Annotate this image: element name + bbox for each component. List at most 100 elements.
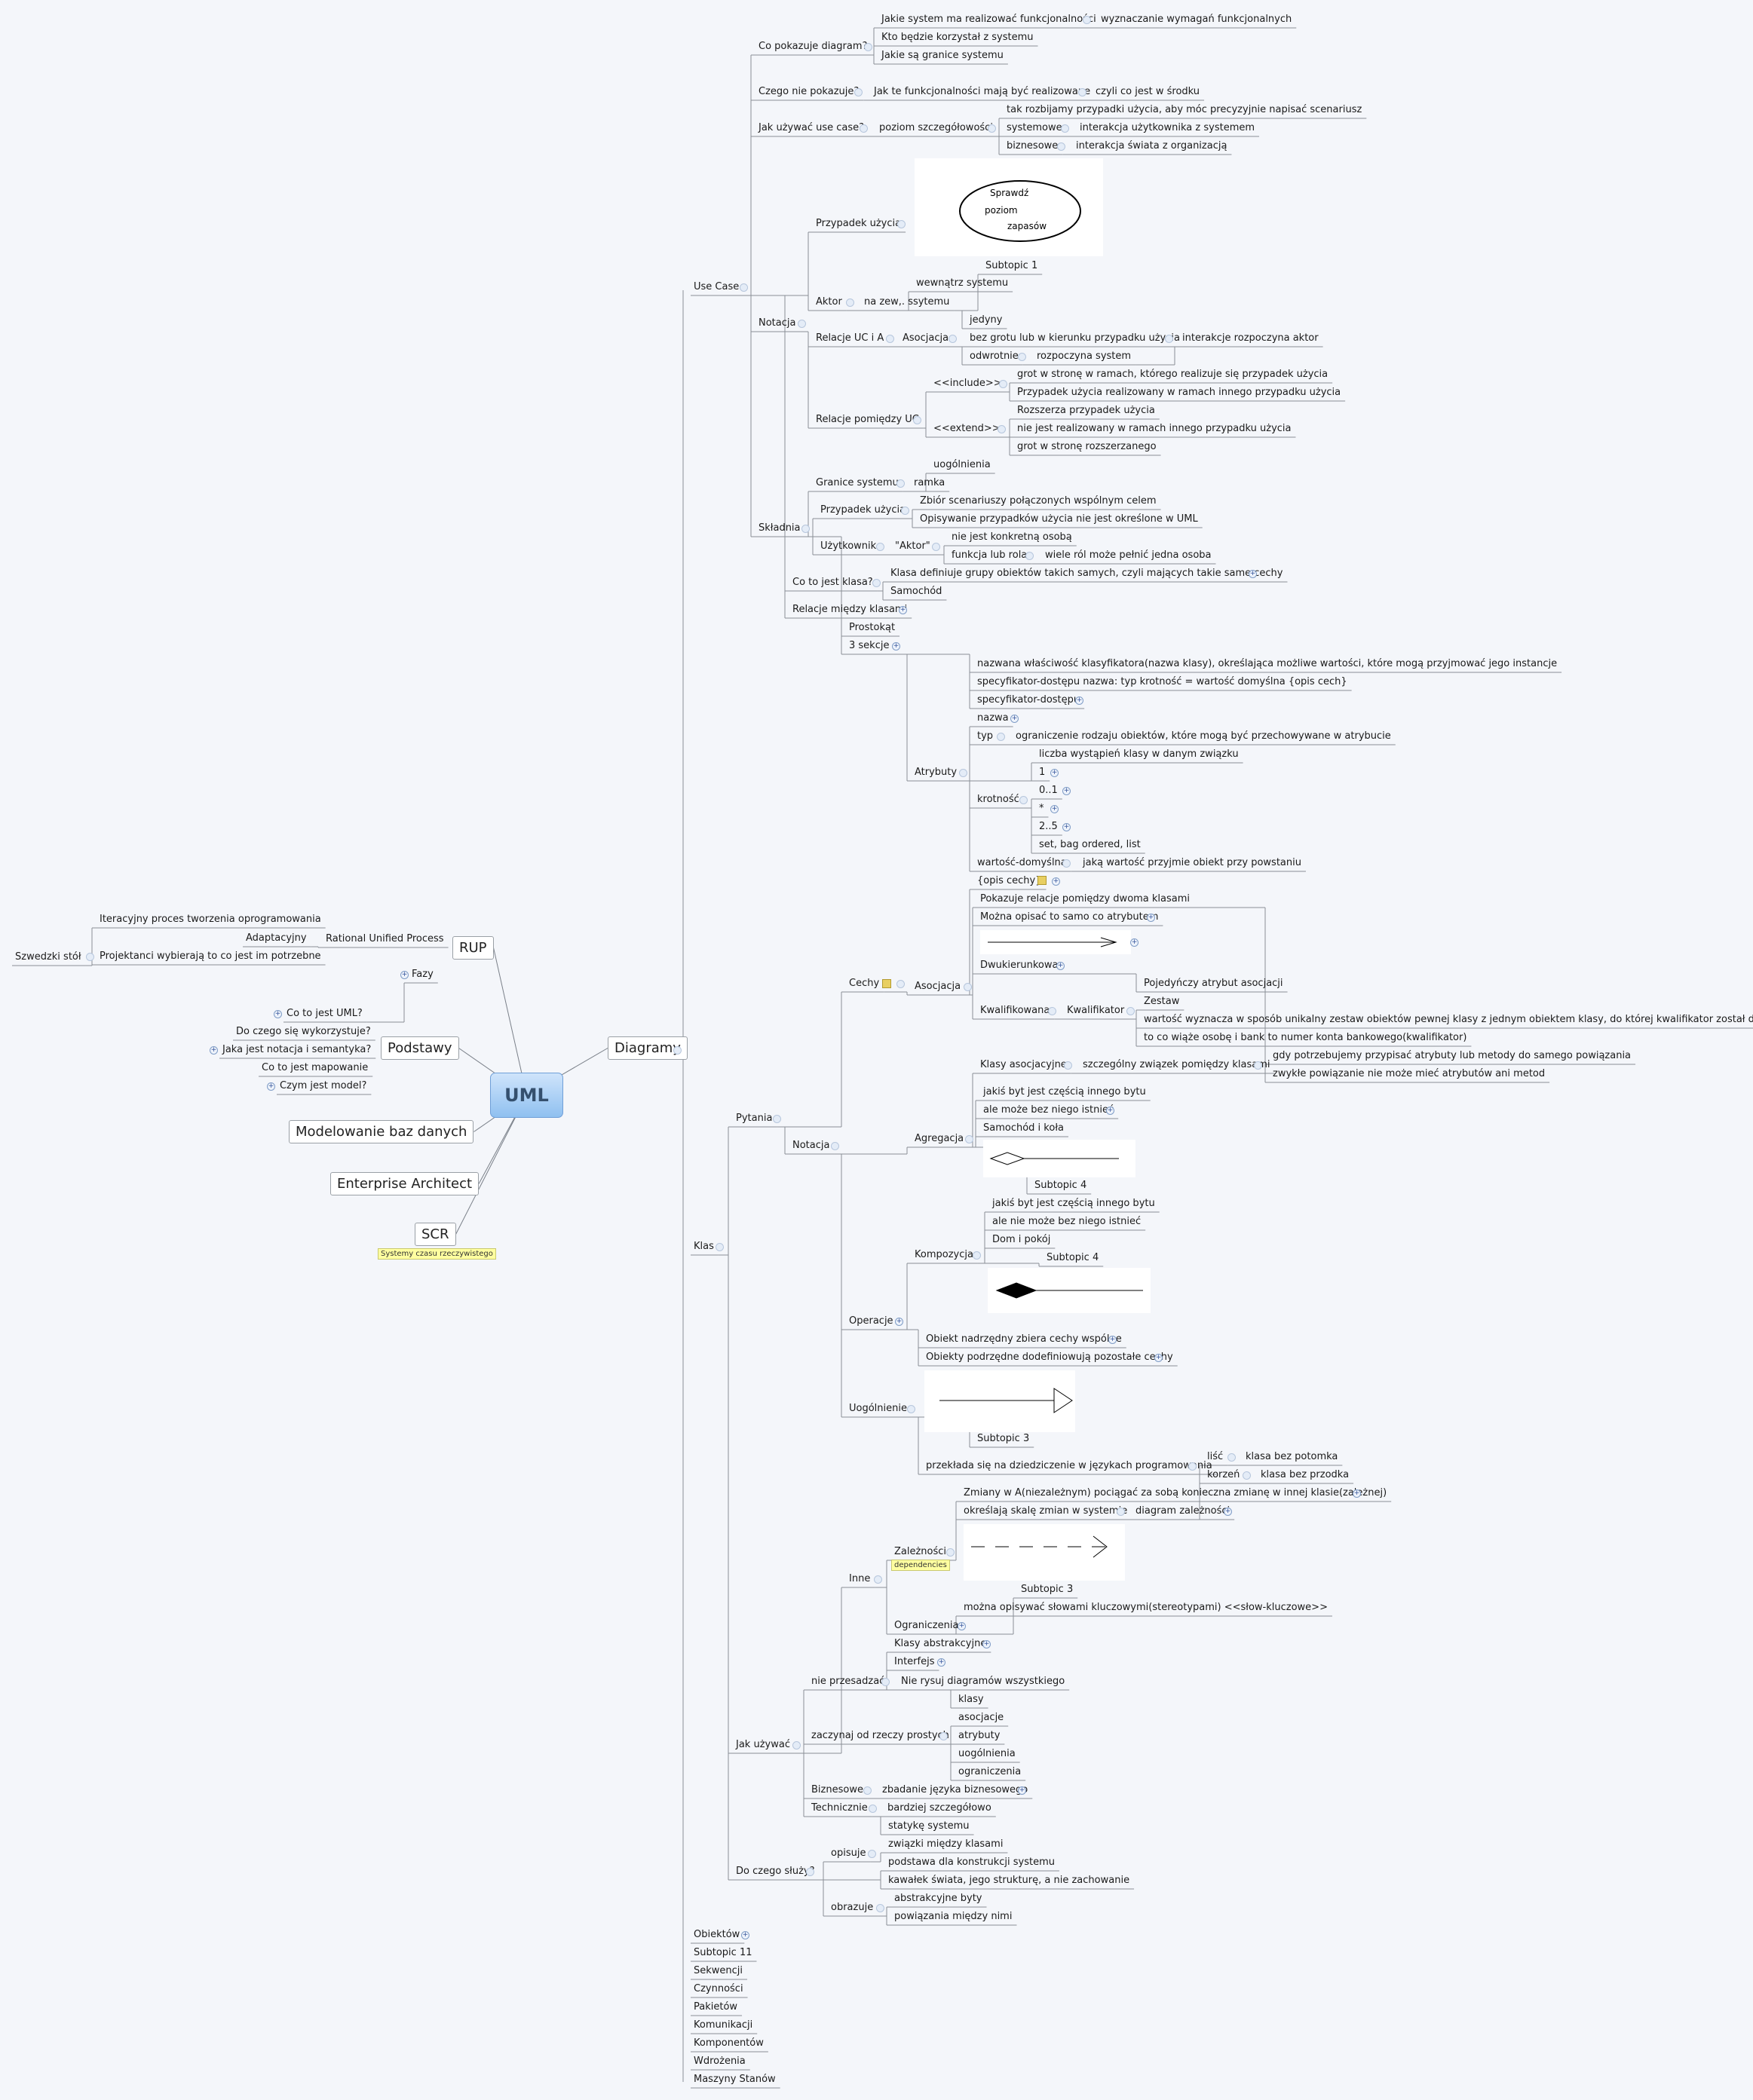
node-aktor[interactable]: Aktor	[816, 296, 842, 308]
node[interactable]: interakcja użytkownika z systemem	[1080, 122, 1255, 133]
node[interactable]: Rozszerza przypadek użycia	[1017, 405, 1155, 416]
expand-icon[interactable]: +	[1062, 787, 1071, 795]
collapse-dot[interactable]	[860, 124, 868, 133]
node[interactable]: Obiekty podrzędne dodefiniowują pozostał…	[926, 1352, 1173, 1363]
node[interactable]: Klasa definiuje grupy obiektów takich sa…	[890, 568, 1283, 579]
node-diagram-type[interactable]: Pakietów	[694, 2001, 738, 2013]
collapse-dot[interactable]	[1165, 335, 1173, 343]
expand-icon[interactable]: +	[1075, 696, 1083, 705]
node[interactable]: zwykłe powiązanie nie może mieć atrybutó…	[1273, 1068, 1546, 1079]
node[interactable]: klasa bez potomka	[1246, 1451, 1338, 1462]
expand-icon[interactable]: +	[400, 971, 409, 979]
node-cechy[interactable]: Cechy	[849, 978, 880, 989]
node[interactable]: Pojedyńczy atrybut asocjacji	[1144, 978, 1283, 989]
node-subtopic[interactable]: Subtopic 4	[1047, 1252, 1099, 1263]
node[interactable]: grot w stronę rozszerzanego	[1017, 441, 1157, 452]
node[interactable]: określają skalę zmian w systemie	[964, 1505, 1128, 1517]
collapse-dot[interactable]	[872, 579, 881, 587]
node-co-to-jest-klasa[interactable]: Co to jest klasa?	[792, 577, 873, 588]
node-klas[interactable]: Klas	[694, 1241, 714, 1252]
collapse-dot[interactable]	[949, 335, 957, 343]
node-zaleznosci[interactable]: Zależności	[894, 1546, 947, 1557]
node-diagram-type[interactable]: Obiektów	[694, 1929, 740, 1940]
collapse-dot[interactable]	[1025, 552, 1034, 560]
node[interactable]: jedyny	[970, 314, 1003, 326]
node-subtopic[interactable]: Subtopic 1	[985, 260, 1038, 271]
expand-icon[interactable]: +	[1154, 1354, 1163, 1362]
node[interactable]: specyfikator-dostępu	[977, 694, 1080, 706]
node-diagram-type[interactable]: Maszyny Stanów	[694, 2074, 776, 2085]
collapse-dot[interactable]	[965, 1135, 973, 1143]
expand-icon[interactable]: +	[1108, 1336, 1117, 1344]
node[interactable]: wiele ról może pełnić jedna osoba	[1045, 549, 1212, 561]
node[interactable]: można opisywać słowami kluczowymi(stereo…	[964, 1602, 1328, 1613]
node-relacje-pomiedzy-uc[interactable]: Relacje pomiędzy UC	[816, 414, 919, 425]
node-diagram-type[interactable]: Subtopic 11	[694, 1947, 752, 1958]
expand-icon[interactable]: +	[1018, 1786, 1026, 1795]
node[interactable]: Samochód	[890, 586, 942, 597]
node-iteracyjny[interactable]: Iteracyjny proces tworzenia oprogramowan…	[100, 914, 321, 925]
node[interactable]: nie jest konkretną osobą	[952, 531, 1072, 543]
collapse-dot[interactable]	[1048, 1007, 1056, 1015]
node-diagram-type[interactable]: Komponentów	[694, 2037, 764, 2049]
expand-icon[interactable]: +	[1050, 769, 1059, 777]
node[interactable]: jaką wartość przyjmie obiekt przy powsta…	[1083, 857, 1301, 868]
node[interactable]: Interfejs	[894, 1656, 935, 1667]
node[interactable]: rozpoczyna system	[1037, 351, 1132, 362]
node[interactable]: szczególny związek pomiędzy klasami	[1083, 1059, 1270, 1070]
node[interactable]: Kwalifikowana	[980, 1005, 1050, 1016]
node-operacje[interactable]: Operacje	[849, 1315, 893, 1327]
expand-icon[interactable]: +	[1050, 805, 1059, 813]
collapse-dot[interactable]	[868, 1850, 876, 1858]
node[interactable]: powiązania między nimi	[894, 1911, 1013, 1922]
node[interactable]: 1	[1039, 767, 1046, 778]
collapse-dot[interactable]	[886, 335, 894, 343]
collapse-dot[interactable]	[997, 733, 1005, 741]
node-skladnia[interactable]: Składnia	[759, 522, 801, 534]
node[interactable]: obrazuje	[831, 1902, 874, 1913]
node[interactable]: Jak te funkcjonalności mają być realizow…	[874, 86, 1091, 97]
node[interactable]: nie jest realizowany w ramach innego prz…	[1017, 423, 1292, 434]
collapse-dot[interactable]	[1057, 142, 1065, 151]
node[interactable]: Jakie są granice systemu	[881, 50, 1004, 61]
node-agregacja[interactable]: Agregacja	[915, 1133, 964, 1144]
node-podstawy[interactable]: Podstawy	[381, 1036, 459, 1060]
collapse-dot[interactable]	[913, 416, 921, 424]
node-asocjacja-klas[interactable]: Asocjacja	[915, 981, 961, 992]
node[interactable]: *	[1039, 803, 1044, 814]
node-relacje-miedzy-klasami[interactable]: Relacje między klasami	[792, 604, 908, 615]
node-przypadek-uzycia-2[interactable]: Przypadek użycia	[820, 504, 906, 516]
node[interactable]: klasa bez przodka	[1261, 1469, 1350, 1480]
collapse-dot[interactable]	[907, 1405, 915, 1413]
node[interactable]: zaczynaj od rzeczy prostych	[811, 1730, 949, 1741]
node-adaptacyjny[interactable]: Adaptacyjny	[246, 932, 307, 944]
node[interactable]: Opisywanie przypadków użycia nie jest ok…	[920, 513, 1198, 525]
collapse-dot[interactable]	[1117, 1508, 1125, 1516]
node[interactable]: interakcja świata z organizacją	[1076, 140, 1227, 152]
node[interactable]: Zestaw	[1144, 996, 1180, 1007]
expand-icon[interactable]: +	[937, 1658, 945, 1667]
collapse-dot[interactable]	[897, 220, 906, 228]
node[interactable]: specyfikator-dostępu nazwa: typ krotność…	[977, 676, 1347, 687]
node[interactable]: klasy	[958, 1694, 984, 1705]
node[interactable]: Można opisać to samo co atrybutem	[980, 911, 1159, 923]
node[interactable]: asocjacje	[958, 1712, 1004, 1723]
collapse-dot[interactable]	[932, 543, 940, 551]
node[interactable]: podstawa dla konstrukcji systemu	[888, 1857, 1055, 1868]
collapse-dot[interactable]	[1243, 1471, 1251, 1480]
node[interactable]: ramka	[914, 477, 945, 488]
node[interactable]: związki między klasami	[888, 1838, 1004, 1850]
collapse-dot[interactable]	[876, 1904, 884, 1912]
node-rational-unified-process[interactable]: Rational Unified Process	[326, 933, 444, 944]
node-modelowanie-baz-danych[interactable]: Modelowanie baz danych	[289, 1120, 474, 1143]
node-enterprise-architect[interactable]: Enterprise Architect	[330, 1172, 480, 1195]
node[interactable]: Prostokąt	[849, 622, 896, 633]
node[interactable]: korzeń	[1207, 1469, 1240, 1480]
node-aktor-quoted[interactable]: "Aktor"	[895, 540, 930, 552]
node[interactable]: statykę systemu	[888, 1820, 970, 1832]
collapse-dot[interactable]	[973, 1251, 981, 1260]
node[interactable]: Przypadek użycia realizowany w ramach in…	[1017, 387, 1341, 398]
expand-icon[interactable]: +	[741, 1931, 749, 1939]
node-jak-uzywac[interactable]: Jak używać	[736, 1739, 790, 1750]
node-diagram-type[interactable]: Sekwencji	[694, 1965, 743, 1976]
